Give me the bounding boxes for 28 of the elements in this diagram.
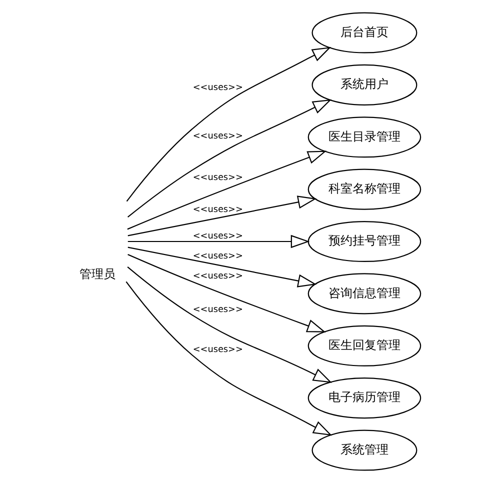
arrow <box>126 99 332 218</box>
edge-label: <<uses>> <box>192 272 242 282</box>
edge-label: <<uses>> <box>192 344 242 355</box>
node-ellipse: 医生目录管理 <box>307 116 421 158</box>
arrow <box>127 246 316 288</box>
arrow <box>126 266 332 383</box>
node-ellipse: 系统管理 <box>311 430 417 471</box>
node-ellipse: 咨询信息管理 <box>307 273 421 314</box>
node-ellipse: 后台首页 <box>311 12 417 54</box>
node-ellipse: 电子病历管理 <box>307 378 421 419</box>
arrow <box>127 234 310 248</box>
edge-label: <<uses>> <box>192 172 242 183</box>
edge-label: <<uses>> <box>192 304 242 315</box>
arrow <box>127 196 316 236</box>
edge-label: <<uses>> <box>192 252 242 262</box>
edge-label: <<uses>> <box>192 82 242 93</box>
node-text: 管理员 <box>78 266 115 281</box>
arrow <box>126 150 326 230</box>
edge-label: <<uses>> <box>192 232 242 242</box>
node-ellipse: 预约挂号管理 <box>307 220 421 262</box>
arrow <box>125 281 332 436</box>
arrow <box>126 46 331 202</box>
node-ellipse: 医生回复管理 <box>307 325 421 366</box>
node-ellipse: 科室名称管理 <box>307 168 421 210</box>
edge-label: <<uses>> <box>192 132 242 142</box>
arrow <box>127 254 326 332</box>
node-ellipse: 系统用户 <box>311 64 417 106</box>
edge-label: <<uses>> <box>192 204 242 215</box>
